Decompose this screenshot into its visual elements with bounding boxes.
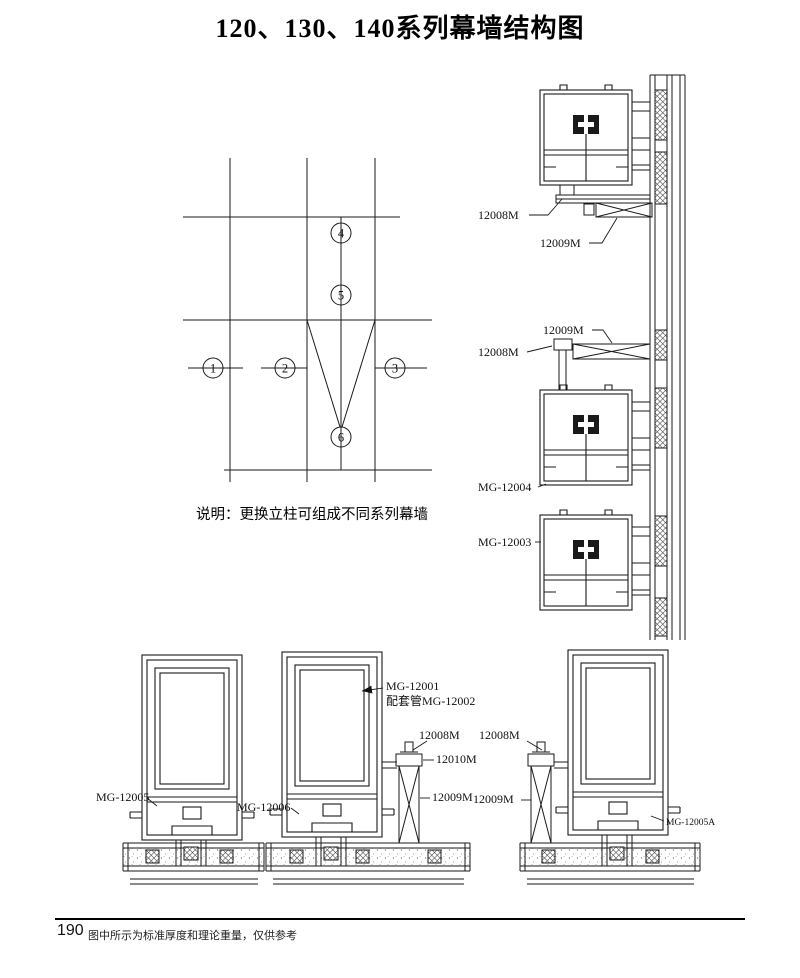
label-12008M-mid: 12008M <box>478 345 519 359</box>
label-12008M-top: 12008M <box>478 208 519 222</box>
anchor-left <box>175 840 207 866</box>
detail-top-labels: 12008M 12009M <box>478 198 618 250</box>
footer-rule <box>55 918 745 920</box>
anchor-middle <box>315 837 347 866</box>
bottom-labels: MG-12005 MG-12006 MG-12001 配套管MG-12002 1… <box>96 679 715 828</box>
bottom-mullion-sections <box>129 649 681 866</box>
axis-marker-6: 6 <box>338 430 344 444</box>
wall-section-strip <box>649 74 686 640</box>
grid-plan-diagram <box>183 158 432 482</box>
page-number: 190 <box>57 922 84 939</box>
anchor-right <box>601 835 633 866</box>
drawing-title: 120、130、140系列幕墙结构图 <box>215 14 585 43</box>
label-12009M-bottom-right: 12009M <box>473 792 514 806</box>
axis-marker-5: 5 <box>338 288 344 302</box>
insulator-assembly-right <box>527 741 568 844</box>
label-12009M-bottom-left: 12009M <box>432 790 473 804</box>
detail-middle-labels: 12009M 12008M MG-12004 <box>478 323 613 494</box>
detail-bottom-section <box>539 509 651 611</box>
label-12008M-bottom-right: 12008M <box>479 728 520 742</box>
label-mg12002: 配套管MG-12002 <box>386 693 475 708</box>
label-mg12005a: MG-12005A <box>666 818 715 828</box>
footer-note: 图中所示为标准厚度和理论重量，仅供参考 <box>88 930 297 942</box>
label-mg12001: MG-12001 <box>386 679 439 693</box>
label-12009M-top: 12009M <box>540 236 581 250</box>
axis-marker-2: 2 <box>282 361 288 375</box>
insulator-assembly-middle <box>382 741 423 844</box>
label-mg12006: MG-12006 <box>237 800 290 814</box>
axis-marker-4: 4 <box>338 226 345 240</box>
label-12010M: 12010M <box>436 752 477 766</box>
label-12009M-mid: 12009M <box>543 323 584 337</box>
label-mg12005: MG-12005 <box>96 790 149 804</box>
axis-marker-1: 1 <box>210 361 216 375</box>
detail-bottom-labels: MG-12003 <box>478 535 541 549</box>
axis-marker-3: 3 <box>392 361 398 375</box>
detail-middle-section <box>539 338 651 486</box>
label-mg12004: MG-12004 <box>478 480 531 494</box>
detail-top-section <box>539 84 653 218</box>
label-mg12003: MG-12003 <box>478 535 531 549</box>
floor-slab-middle <box>265 842 471 885</box>
note-text: 说明：更换立柱可组成不同系列幕墙 <box>196 507 428 523</box>
grid-axis-markers: 1 2 3 4 5 6 <box>202 222 406 448</box>
label-12008M-bottom-left: 12008M <box>419 728 460 742</box>
